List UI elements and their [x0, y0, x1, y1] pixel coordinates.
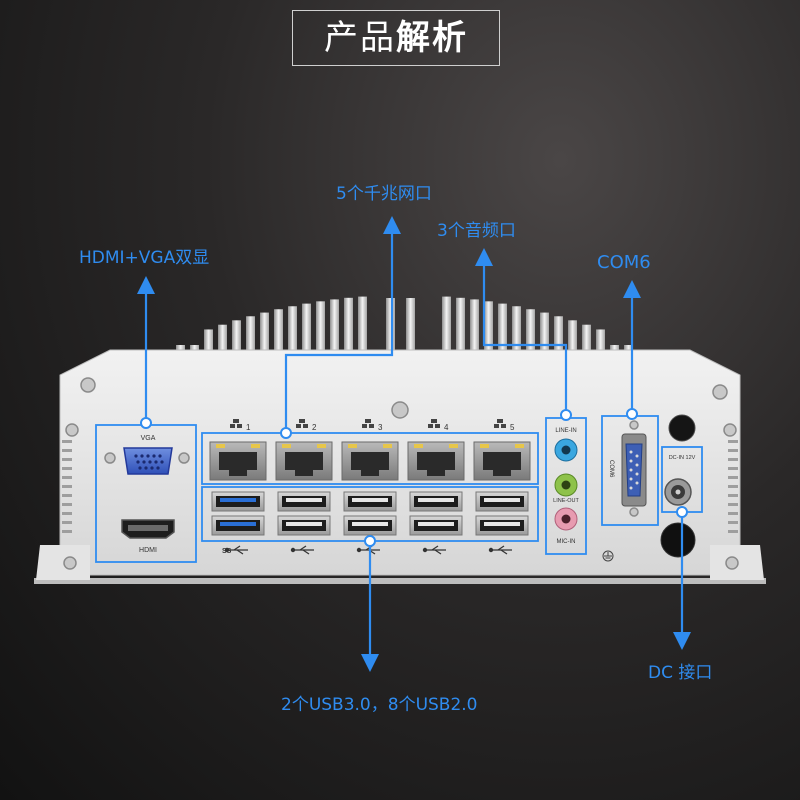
arrow-up-icon — [475, 248, 493, 266]
rj45-port — [407, 441, 465, 481]
usb3-port — [211, 515, 265, 536]
ground-icon — [602, 550, 614, 562]
page-title: 产品解析 — [292, 10, 500, 66]
usb2-port — [409, 491, 463, 512]
rocker-switch — [660, 522, 696, 558]
callout-audio: 3个音频口 — [437, 221, 516, 241]
dc-in-label: DC-IN 12V — [669, 455, 696, 461]
audio-jacks — [554, 438, 578, 531]
rj45-port — [341, 441, 399, 481]
lan-port-number: 3 — [378, 423, 383, 432]
callout-dots — [140, 408, 688, 547]
usb2-port — [277, 491, 331, 512]
arrow-up-icon — [137, 276, 155, 294]
network-icon — [230, 419, 242, 428]
network-icon — [428, 419, 440, 428]
callout-arrows — [137, 216, 691, 672]
lan-usb-panel: 1 2 3 4 5SS — [209, 419, 531, 555]
hdmi-port — [121, 519, 175, 539]
rj45-port — [473, 441, 531, 481]
mic-in-label: MIC-IN — [557, 539, 576, 545]
arrow-up-icon — [383, 216, 401, 234]
usb-icon — [224, 545, 248, 555]
hdmi-label: HDMI — [139, 547, 157, 554]
callout-usb: 2个USB3.0，8个USB2.0 — [281, 695, 478, 715]
dc-jack — [664, 478, 692, 506]
usb2-port — [277, 515, 331, 536]
arrow-up-icon — [623, 280, 641, 298]
usb2-port — [475, 491, 529, 512]
vga-port — [123, 447, 173, 475]
callout-dc: DC 接口 — [648, 663, 713, 683]
lan-port-number: 2 — [312, 423, 317, 432]
title-part-1: 产品 — [324, 18, 396, 58]
callout-hdmi-vga: HDMI+VGA双显 — [79, 248, 210, 268]
rj45-port — [275, 441, 333, 481]
usb-icon — [290, 545, 314, 555]
lan-port-number: 5 — [510, 423, 515, 432]
usb2-port — [475, 515, 529, 536]
arrow-down-icon — [673, 632, 691, 650]
com6-port — [621, 433, 647, 507]
lan-port-number: 4 — [444, 423, 449, 432]
rj45-port — [209, 441, 267, 481]
network-icon — [362, 419, 374, 428]
lan-port-number: 1 — [246, 423, 251, 432]
usb2-port — [343, 515, 397, 536]
line-out-label: LINE-OUT — [553, 498, 579, 504]
usb3-port — [211, 491, 265, 512]
line-in-label: LINE-IN — [555, 428, 576, 434]
callout-lines — [144, 230, 684, 655]
com6-label: COM6 — [608, 460, 614, 478]
usb2-port — [409, 515, 463, 536]
callout-lan: 5个千兆网口 — [336, 184, 432, 204]
usb-icon — [488, 545, 512, 555]
power-button — [668, 414, 696, 442]
arrow-down-icon — [361, 654, 379, 672]
network-icon — [494, 419, 506, 428]
ss-label: SS — [222, 548, 232, 555]
usb-icon — [422, 545, 446, 555]
heatsink-fins — [176, 296, 633, 358]
callout-com: COM6 — [597, 252, 651, 273]
usb2-port — [343, 491, 397, 512]
network-icon — [296, 419, 308, 428]
title-part-2: 解析 — [396, 18, 468, 58]
vga-label: VGA — [141, 435, 156, 442]
